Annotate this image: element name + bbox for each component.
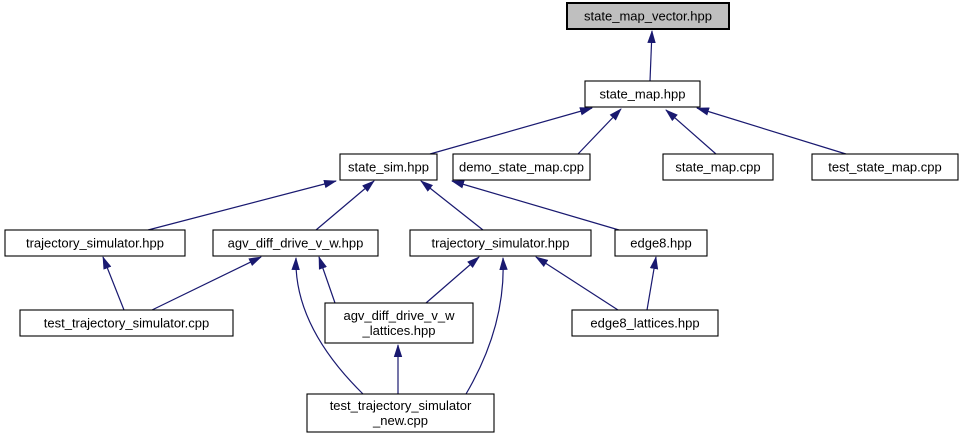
node-trajectory_simulator_hpp[interactable]: trajectory_simulator.hpp bbox=[4, 229, 186, 257]
node-agv_diff_drive_v_w_hpp[interactable]: agv_diff_drive_v_w.hpp bbox=[212, 229, 379, 257]
edge-agv_diff_drive_v_w_lattices_hpp--agv_diff_drive_v_w_hpp bbox=[318, 256, 336, 304]
node-box-state_map_cpp[interactable] bbox=[662, 153, 774, 181]
node-box-state_sim_hpp[interactable] bbox=[339, 153, 438, 181]
edge-edge8_hpp--state_sim_hpp bbox=[451, 180, 620, 231]
edge-test_state_map_cpp--state_map_hpp bbox=[696, 107, 847, 155]
node-box-test_trajectory_simulator_new_cpp[interactable] bbox=[306, 393, 495, 433]
edge-trajectory_simulator_hpp_2--state_sim_hpp bbox=[420, 180, 484, 231]
node-state_map_cpp[interactable]: state_map.cpp bbox=[662, 153, 774, 181]
node-box-edge8_lattices_hpp[interactable] bbox=[571, 309, 719, 337]
edge-edge8_lattices_hpp--trajectory_simulator_hpp_2 bbox=[535, 256, 619, 311]
node-state_sim_hpp[interactable]: state_sim.hpp bbox=[339, 153, 438, 181]
edge-state_map_hpp--state_map_vector_hpp bbox=[647, 30, 656, 82]
edge-state_map_cpp--state_map_hpp bbox=[665, 109, 717, 155]
node-box-trajectory_simulator_hpp[interactable] bbox=[4, 229, 186, 257]
node-edge8_hpp[interactable]: edge8.hpp bbox=[614, 229, 708, 257]
node-demo_state_map_cpp[interactable]: demo_state_map.cpp bbox=[452, 153, 591, 181]
edge-trajectory_simulator_hpp--state_sim_hpp bbox=[147, 179, 337, 231]
node-test_trajectory_simulator_cpp[interactable]: test_trajectory_simulator.cpp bbox=[19, 309, 234, 337]
edge-edge8_lattices_hpp--edge8_hpp bbox=[646, 256, 659, 311]
node-trajectory_simulator_hpp_2[interactable]: trajectory_simulator.hpp bbox=[409, 229, 592, 257]
node-agv_diff_drive_v_w_lattices_hpp[interactable]: agv_diff_drive_v_w_lattices.hpp bbox=[324, 302, 474, 344]
node-test_trajectory_simulator_new_cpp[interactable]: test_trajectory_simulator_new.cpp bbox=[306, 393, 495, 433]
node-box-demo_state_map_cpp[interactable] bbox=[452, 153, 591, 181]
edge-test_trajectory_simulator_new_cpp--trajectory_simulator_hpp_2 bbox=[465, 257, 508, 395]
node-box-state_map_hpp[interactable] bbox=[584, 80, 701, 108]
edge-test_trajectory_simulator_cpp--agv_diff_drive_v_w_hpp bbox=[151, 256, 262, 311]
edge-demo_state_map_cpp--state_map_hpp bbox=[577, 108, 622, 155]
node-state_map_vector_hpp[interactable]: state_map_vector.hpp bbox=[566, 2, 730, 30]
node-box-agv_diff_drive_v_w_hpp[interactable] bbox=[212, 229, 379, 257]
node-test_state_map_cpp[interactable]: test_state_map.cpp bbox=[811, 153, 959, 181]
node-box-edge8_hpp[interactable] bbox=[614, 229, 708, 257]
node-box-test_state_map_cpp[interactable] bbox=[811, 153, 959, 181]
node-box-state_map_vector_hpp[interactable] bbox=[566, 2, 730, 30]
node-state_map_hpp[interactable]: state_map.hpp bbox=[584, 80, 701, 108]
node-box-trajectory_simulator_hpp_2[interactable] bbox=[409, 229, 592, 257]
edge-test_trajectory_simulator_new_cpp--agv_diff_drive_v_w_hpp bbox=[291, 257, 364, 395]
node-box-test_trajectory_simulator_cpp[interactable] bbox=[19, 309, 234, 337]
node-edge8_lattices_hpp[interactable]: edge8_lattices.hpp bbox=[571, 309, 719, 337]
edge-agv_diff_drive_v_w_lattices_hpp--trajectory_simulator_hpp_2 bbox=[425, 256, 480, 304]
edge-test_trajectory_simulator_cpp--trajectory_simulator_hpp bbox=[102, 256, 125, 311]
edge-agv_diff_drive_v_w_hpp--state_sim_hpp bbox=[315, 180, 375, 231]
node-box-agv_diff_drive_v_w_lattices_hpp[interactable] bbox=[324, 302, 474, 344]
edge-state_sim_hpp--state_map_hpp bbox=[429, 107, 593, 155]
